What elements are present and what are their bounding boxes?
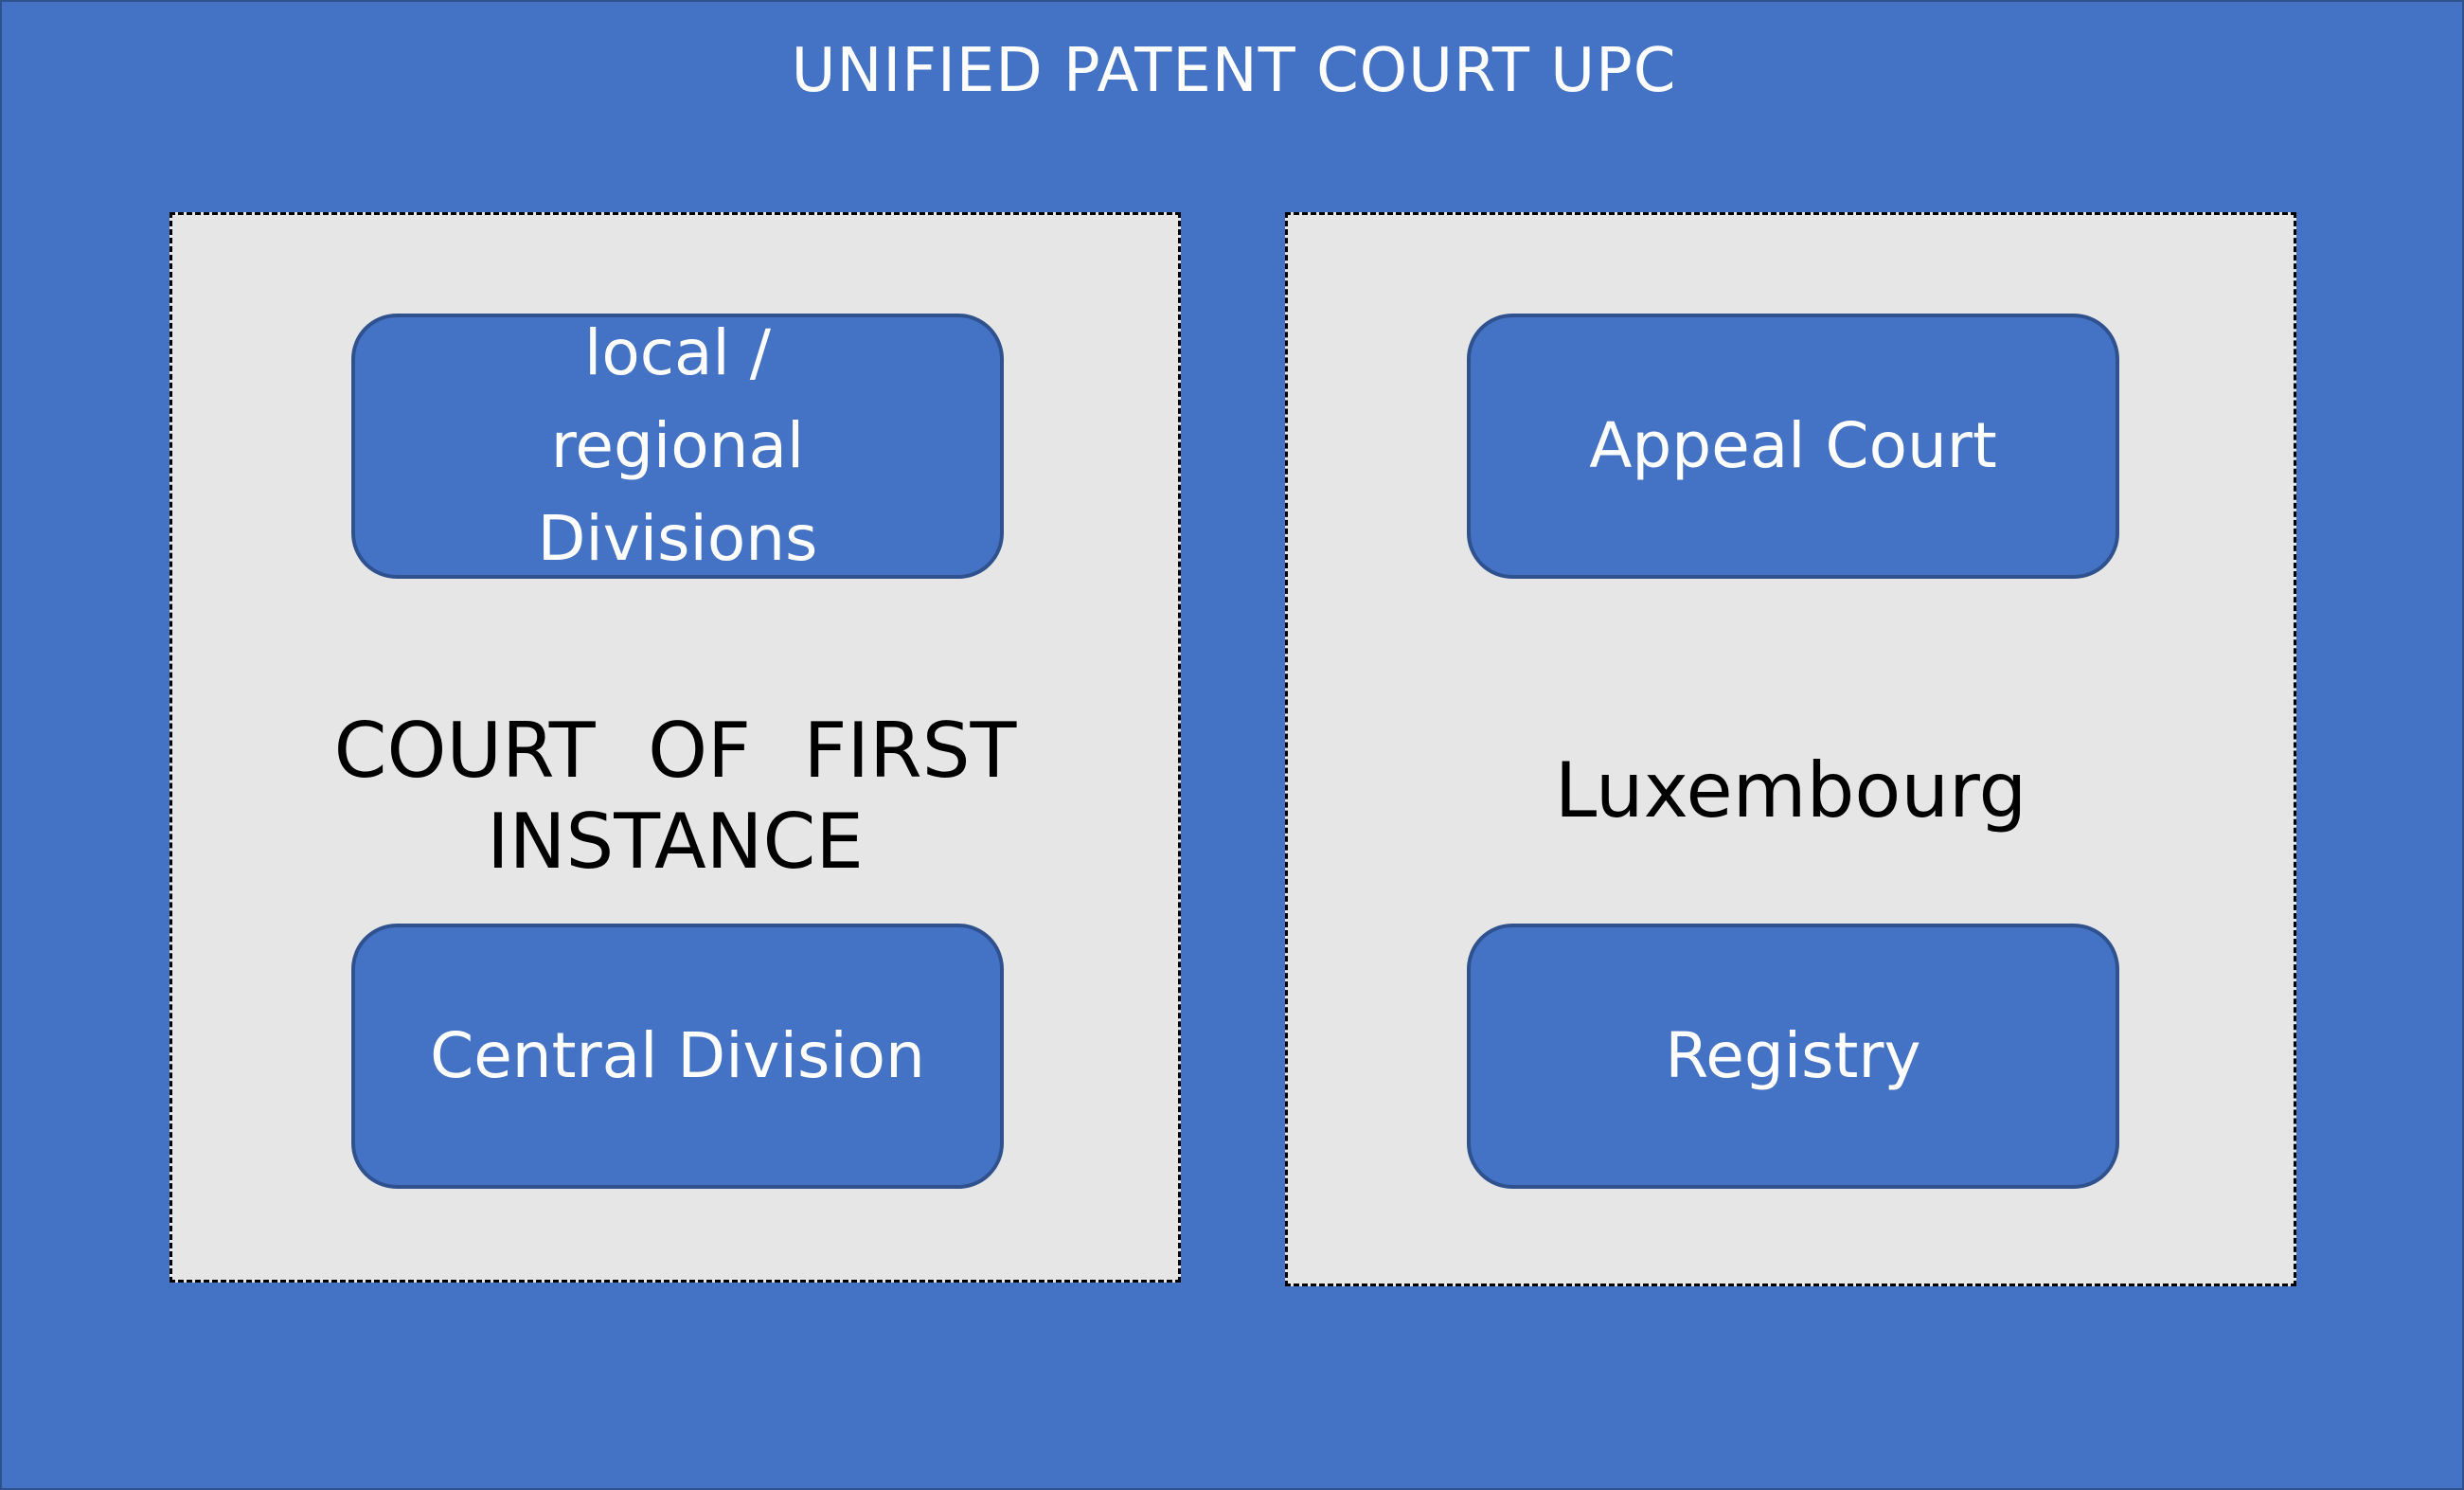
central-division-box: Central Division	[351, 924, 1004, 1189]
appeal-court-box: Appeal Court	[1467, 314, 2119, 579]
box-label: Central Division	[430, 1019, 925, 1092]
court-of-first-instance-label: COURT OF FIRST INSTANCE	[333, 707, 1017, 886]
box-label: Appeal Court	[1589, 409, 1997, 482]
box-label: Registry	[1665, 1019, 1921, 1092]
local-regional-divisions-box: local / regional Divisions	[351, 314, 1004, 579]
box-label: local / regional Divisions	[537, 316, 818, 575]
registry-box: Registry	[1467, 924, 2119, 1189]
diagram-title: UNIFIED PATENT COURT UPC	[791, 36, 1677, 106]
luxembourg-label: Luxembourg	[1554, 746, 2027, 835]
court-of-first-instance-panel: local / regional Divisions COURT OF FIRS…	[170, 212, 1181, 1283]
luxembourg-panel: Appeal Court Luxembourg Registry	[1285, 212, 2296, 1286]
